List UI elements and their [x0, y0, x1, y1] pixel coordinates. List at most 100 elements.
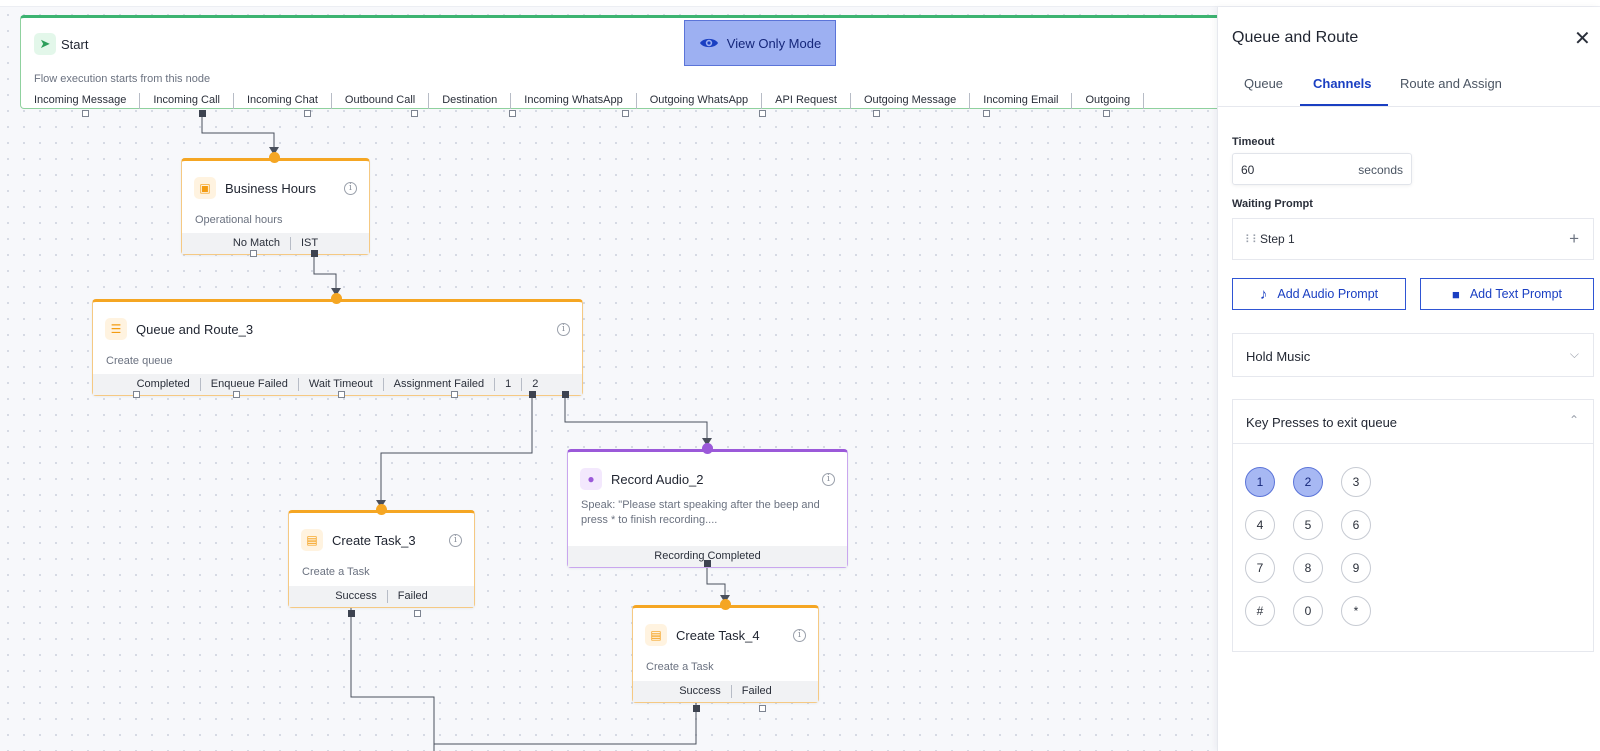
start-output[interactable]: Outbound Call [332, 93, 430, 109]
info-icon[interactable]: i [822, 472, 835, 486]
keypad-key[interactable]: 9 [1341, 553, 1371, 583]
keypad-key[interactable]: 1 [1245, 467, 1275, 497]
output-port[interactable] [304, 110, 311, 117]
output-port[interactable] [311, 250, 318, 257]
output-port[interactable] [622, 110, 629, 117]
create-task-4-node[interactable]: ▤ Create Task_4 i Create a Task Success … [632, 605, 819, 703]
create-task-3-node[interactable]: ▤ Create Task_3 i Create a Task Success … [288, 510, 475, 608]
node-output[interactable]: Recording Completed [654, 550, 761, 562]
record-audio-node[interactable]: ● Record Audio_2 i Speak: "Please start … [567, 449, 848, 568]
start-output[interactable]: Outgoing Message [851, 93, 971, 109]
timeout-label: Timeout [1232, 136, 1275, 148]
node-output[interactable]: Assignment Failed [384, 378, 496, 391]
start-output[interactable]: Incoming WhatsApp [511, 93, 637, 109]
input-port[interactable] [702, 443, 713, 454]
node-title: Record Audio_2 [611, 471, 704, 487]
node-output[interactable]: Success [325, 590, 388, 603]
drag-handle-icon[interactable]: ⠇⠇ [1245, 234, 1260, 246]
node-output[interactable]: 1 [495, 378, 523, 391]
output-port[interactable] [759, 110, 766, 117]
keypad-key[interactable]: 0 [1293, 596, 1323, 626]
output-port[interactable] [704, 560, 711, 567]
start-output[interactable]: Incoming Email [970, 93, 1073, 109]
output-port[interactable] [348, 610, 355, 617]
node-title: Queue and Route_3 [136, 321, 254, 337]
key-presses-accordion: Key Presses to exit queue ⌃ 1 2 3 4 5 6 … [1232, 399, 1594, 652]
microphone-icon: ● [580, 468, 602, 490]
chevron-up-icon[interactable]: ⌃ [1568, 413, 1579, 427]
plus-icon[interactable]: + [1569, 229, 1579, 248]
keypad-key[interactable]: 4 [1245, 510, 1275, 540]
info-icon[interactable]: i [557, 322, 570, 336]
info-icon[interactable]: i [344, 181, 357, 195]
output-port[interactable] [250, 250, 257, 257]
info-icon[interactable]: i [449, 533, 462, 547]
node-output[interactable]: Wait Timeout [299, 378, 384, 391]
panel-title: Queue and Route [1232, 29, 1359, 46]
tab-queue[interactable]: Queue [1244, 76, 1284, 91]
tab-channels[interactable]: Channels [1313, 76, 1372, 91]
node-output[interactable]: IST [300, 237, 319, 249]
node-outputs: Success Failed [289, 586, 474, 607]
node-output[interactable]: Success [669, 685, 732, 698]
input-port[interactable] [331, 293, 342, 304]
start-output[interactable]: Outgoing [1072, 93, 1145, 109]
add-text-prompt-button[interactable]: ■ Add Text Prompt [1420, 278, 1594, 310]
output-port[interactable] [1103, 110, 1110, 117]
close-icon[interactable]: ✕ [1574, 28, 1591, 50]
output-port[interactable] [693, 705, 700, 712]
output-port[interactable] [82, 110, 89, 117]
output-port[interactable] [562, 391, 569, 398]
output-port[interactable] [199, 110, 206, 117]
input-port[interactable] [376, 504, 387, 515]
keypad-key[interactable]: 6 [1341, 510, 1371, 540]
add-audio-prompt-button[interactable]: ♪ Add Audio Prompt [1232, 278, 1406, 310]
start-output[interactable]: Incoming Chat [234, 93, 332, 109]
tab-route-and-assign[interactable]: Route and Assign [1400, 76, 1502, 91]
start-node[interactable]: ➤ Start Flow execution starts from this … [20, 15, 1217, 109]
keypad-key[interactable]: 7 [1245, 553, 1275, 583]
timeout-input[interactable]: 60 seconds [1232, 153, 1412, 185]
keypad-key[interactable]: 5 [1293, 510, 1323, 540]
output-port[interactable] [873, 110, 880, 117]
output-port[interactable] [451, 391, 458, 398]
keypad-key[interactable]: * [1341, 596, 1371, 626]
keypad-key[interactable]: # [1245, 596, 1275, 626]
start-output[interactable]: Incoming Message [21, 93, 141, 109]
node-output[interactable]: Failed [397, 590, 428, 602]
output-port[interactable] [411, 110, 418, 117]
input-port[interactable] [720, 599, 731, 610]
output-port[interactable] [233, 391, 240, 398]
output-port[interactable] [983, 110, 990, 117]
start-output[interactable]: Outgoing WhatsApp [637, 93, 763, 109]
node-output[interactable]: Completed [127, 378, 201, 391]
flow-canvas[interactable]: ➤ Start Flow execution starts from this … [0, 7, 1217, 751]
start-output[interactable]: Destination [429, 93, 512, 109]
queue-and-route-node[interactable]: ☰ Queue and Route_3 i Create queue Compl… [92, 299, 583, 396]
keypad-key[interactable]: 8 [1293, 553, 1323, 583]
business-hours-node[interactable]: ▣ Business Hours i Operational hours No … [181, 158, 370, 255]
chevron-down-icon[interactable]: ⌵ [1569, 347, 1579, 361]
keypad-key[interactable]: 2 [1293, 467, 1323, 497]
start-output[interactable]: API Request [762, 93, 851, 109]
output-port[interactable] [759, 705, 766, 712]
node-output[interactable]: Enqueue Failed [201, 378, 299, 391]
node-title: Create Task_3 [332, 532, 416, 548]
output-port[interactable] [414, 610, 421, 617]
start-output[interactable]: Incoming Call [140, 93, 234, 109]
input-port[interactable] [269, 152, 280, 163]
info-icon[interactable]: i [793, 628, 806, 642]
output-port[interactable] [338, 391, 345, 398]
output-port[interactable] [509, 110, 516, 117]
rocket-icon: ➤ [34, 33, 56, 55]
node-output[interactable]: 2 [532, 378, 539, 390]
node-output[interactable]: Failed [741, 685, 772, 697]
document-icon: ■ [1451, 286, 1460, 302]
hold-music-accordion[interactable]: Hold Music ⌵ [1232, 333, 1594, 377]
keypad-key[interactable]: 3 [1341, 467, 1371, 497]
output-port[interactable] [529, 391, 536, 398]
node-output[interactable]: No Match [223, 237, 291, 250]
node-title: Business Hours [225, 180, 317, 196]
prompt-step-row[interactable]: ⠇⠇ Step 1 + [1232, 218, 1594, 260]
output-port[interactable] [133, 391, 140, 398]
